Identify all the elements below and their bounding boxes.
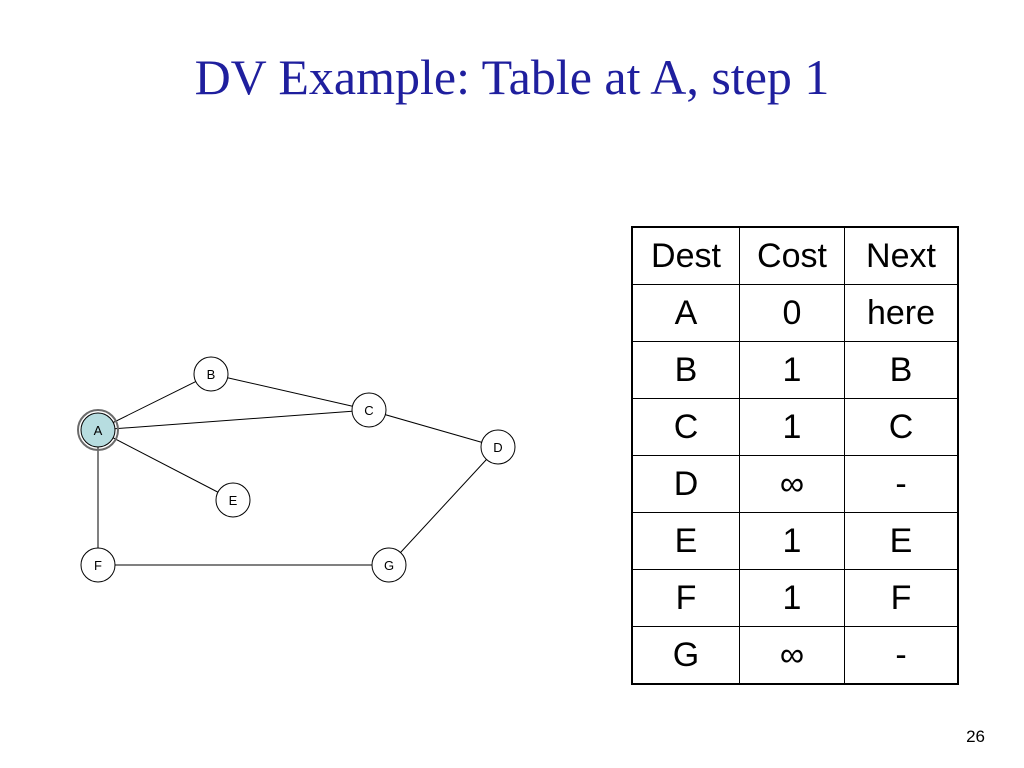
edge-a-e: [97, 429, 234, 501]
cell-cost: ∞: [739, 455, 845, 513]
node-b: B: [193, 356, 229, 392]
node-label: G: [384, 558, 394, 573]
header-next: Next: [844, 226, 959, 285]
node-circle: [351, 392, 387, 428]
cell-dest: E: [631, 512, 740, 570]
cell-next: C: [844, 398, 959, 456]
edge-a-b: [97, 373, 212, 431]
table-row: G ∞ -: [631, 626, 959, 685]
header-cost: Cost: [739, 226, 845, 285]
node-label: F: [94, 558, 102, 573]
node-label: E: [229, 493, 238, 508]
cell-dest: G: [631, 626, 740, 685]
node-circle: [193, 356, 229, 392]
cell-cost: 1: [739, 341, 845, 399]
node-label: C: [364, 403, 373, 418]
cell-dest: F: [631, 569, 740, 627]
node-a: A: [77, 409, 119, 451]
node-label: B: [207, 367, 216, 382]
cell-next: E: [844, 512, 959, 570]
table-row: F 1 F: [631, 569, 959, 627]
edge-c-d: [368, 409, 499, 448]
slide-title: DV Example: Table at A, step 1: [194, 49, 830, 105]
node-d: D: [480, 429, 516, 465]
cell-cost: 0: [739, 284, 845, 342]
cell-cost: 1: [739, 512, 845, 570]
cell-cost: ∞: [739, 626, 845, 685]
edge-d-g: [388, 446, 499, 566]
table-row: A 0 here: [631, 284, 959, 342]
table-row: E 1 E: [631, 512, 959, 570]
table-row: B 1 B: [631, 341, 959, 399]
node-circle: [215, 482, 251, 518]
node-c: C: [351, 392, 387, 428]
node-highlight-ring: [77, 409, 119, 451]
cell-next: -: [844, 455, 959, 513]
node-circle: [80, 547, 116, 583]
node-g: G: [371, 547, 407, 583]
header-dest: Dest: [631, 226, 740, 285]
cell-next: here: [844, 284, 959, 342]
node-label: D: [493, 440, 502, 455]
cell-next: F: [844, 569, 959, 627]
edge-a-c: [97, 409, 370, 431]
routing-table: Dest Cost Next A 0 here B 1 B C 1 C D ∞ …: [631, 226, 959, 685]
edge-b-c: [210, 373, 370, 411]
table-row: D ∞ -: [631, 455, 959, 513]
cell-dest: C: [631, 398, 740, 456]
page-number: 26: [966, 727, 985, 746]
table-header-row: Dest Cost Next: [631, 226, 959, 285]
node-circle: [371, 547, 407, 583]
cell-cost: 1: [739, 398, 845, 456]
table-row: C 1 C: [631, 398, 959, 456]
cell-dest: A: [631, 284, 740, 342]
cell-next: B: [844, 341, 959, 399]
node-f: F: [80, 547, 116, 583]
node-circle: [80, 412, 116, 448]
node-e: E: [215, 482, 251, 518]
node-circle: [480, 429, 516, 465]
cell-next: -: [844, 626, 959, 685]
cell-cost: 1: [739, 569, 845, 627]
cell-dest: B: [631, 341, 740, 399]
cell-dest: D: [631, 455, 740, 513]
node-label: A: [94, 423, 103, 438]
